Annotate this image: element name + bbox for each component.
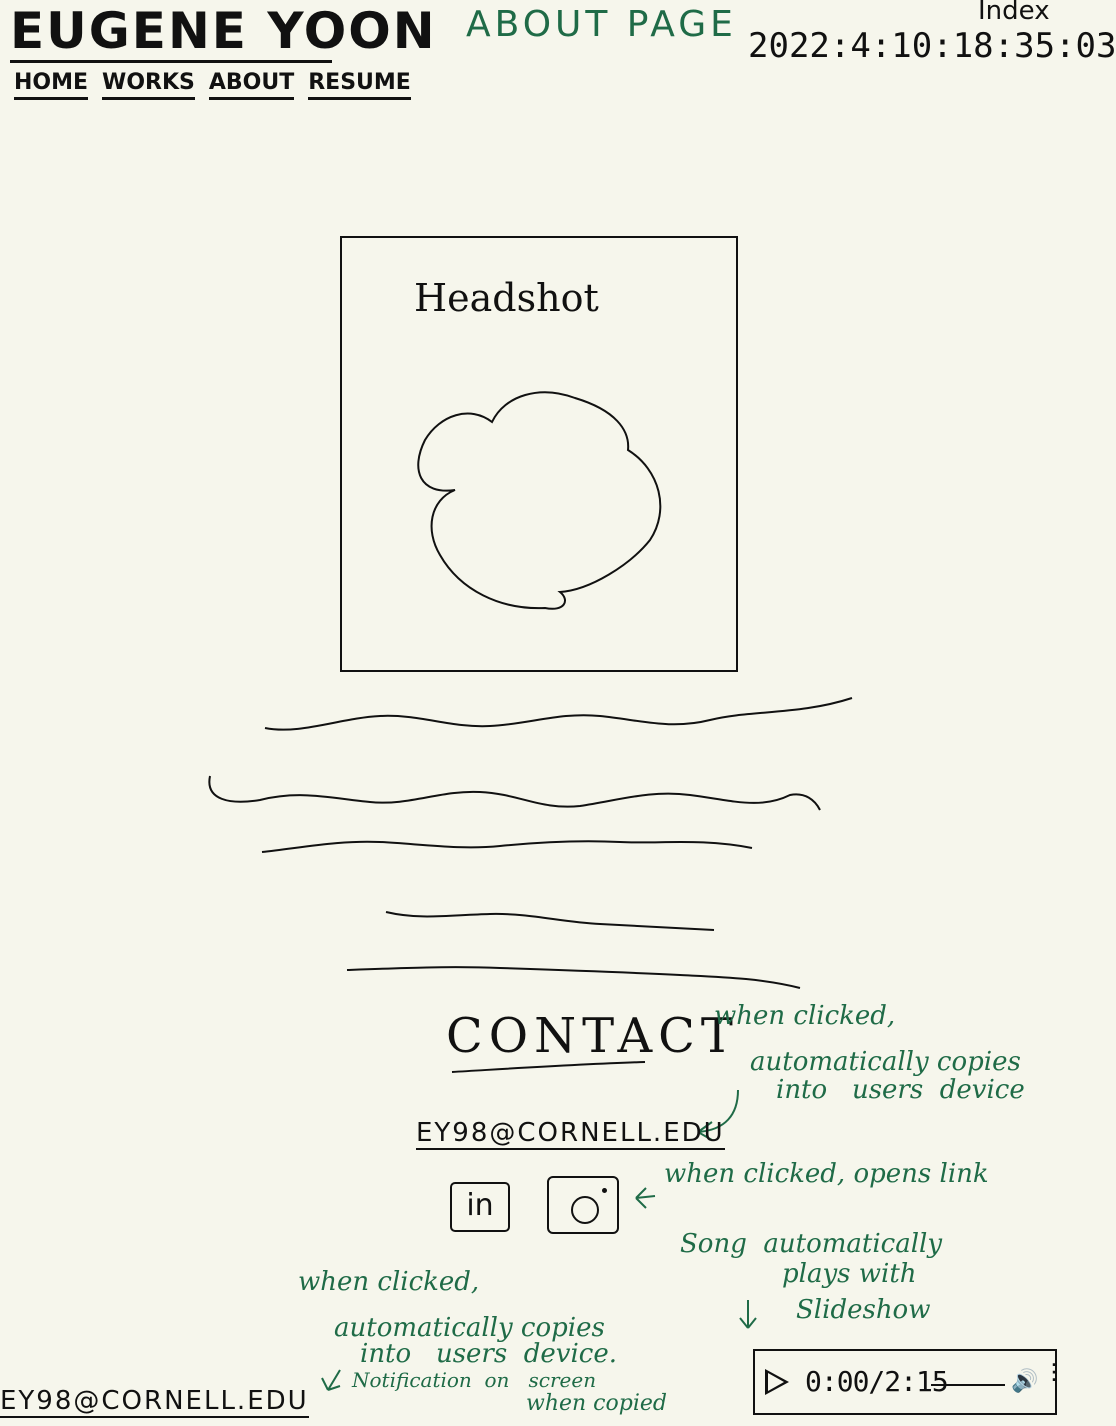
instagram-icon[interactable] [547, 1176, 619, 1234]
audio-progress-bar[interactable] [931, 1384, 1005, 1386]
footer-note-arrow [321, 1369, 341, 1391]
audio-player: 0:00/2:15 🔊 ⋮ [753, 1349, 1065, 1415]
social-note-arrow [635, 1187, 656, 1209]
audio-time: 0:00/2:15 [805, 1365, 949, 1398]
headshot-label: Headshot [414, 276, 599, 320]
headshot-image [340, 236, 738, 672]
timestamp: 2022:4:10:18:35:03 [748, 26, 1116, 66]
email-note-line-2: automatically copies [750, 1047, 1021, 1077]
nav-works[interactable]: WORKS [102, 70, 195, 100]
linkedin-icon[interactable]: in [450, 1182, 510, 1232]
contact-email-link[interactable]: EY98@CORNELL.EDU [416, 1118, 725, 1150]
bio-line-4 [385, 911, 715, 931]
song-note-line-1: Song automatically [680, 1229, 943, 1259]
bio-line-1 [264, 697, 853, 731]
footer-note-line-2: automatically copies [334, 1313, 605, 1343]
play-icon[interactable] [765, 1369, 789, 1395]
song-note-arrow [739, 1300, 757, 1329]
footer-note-line-5: when copied [526, 1391, 667, 1416]
title-underline [10, 60, 332, 63]
bio-line-5 [346, 966, 801, 989]
main-nav: HOME WORKS ABOUT RESUME [14, 70, 411, 100]
email-note-line-3: into users device [776, 1075, 1025, 1105]
site-title[interactable]: EUGENE YOON [10, 2, 437, 60]
headshot-placeholder-shape [417, 391, 662, 610]
volume-icon[interactable]: 🔊 [1011, 1369, 1039, 1394]
footer-note-line-1: when clicked, [298, 1267, 480, 1297]
song-note-line-3: Slideshow [796, 1295, 931, 1325]
contact-heading: CONTACT [446, 1008, 739, 1064]
page-label: ABOUT PAGE [466, 4, 737, 45]
song-note-line-2: plays with [782, 1259, 917, 1289]
email-note-arrow [697, 1089, 739, 1141]
nav-home[interactable]: HOME [14, 70, 89, 100]
footer-email-link[interactable]: EY98@CORNELL.EDU [0, 1386, 309, 1418]
index-link[interactable]: Index [978, 0, 1050, 26]
instagram-dot [602, 1188, 607, 1193]
email-note-line-1: when clicked, [714, 1001, 896, 1031]
footer-note-line-4: Notification on screen [352, 1368, 597, 1392]
nav-about[interactable]: ABOUT [208, 70, 295, 100]
social-note: when clicked, opens link [664, 1159, 989, 1189]
bio-line-2 [208, 775, 821, 811]
bio-line-3 [261, 840, 753, 853]
more-options-icon[interactable]: ⋮ [1043, 1360, 1065, 1385]
instagram-lens [571, 1196, 599, 1224]
footer-note-line-3: into users device. [360, 1339, 617, 1369]
contact-underline [451, 1061, 646, 1073]
nav-resume[interactable]: RESUME [308, 70, 411, 100]
